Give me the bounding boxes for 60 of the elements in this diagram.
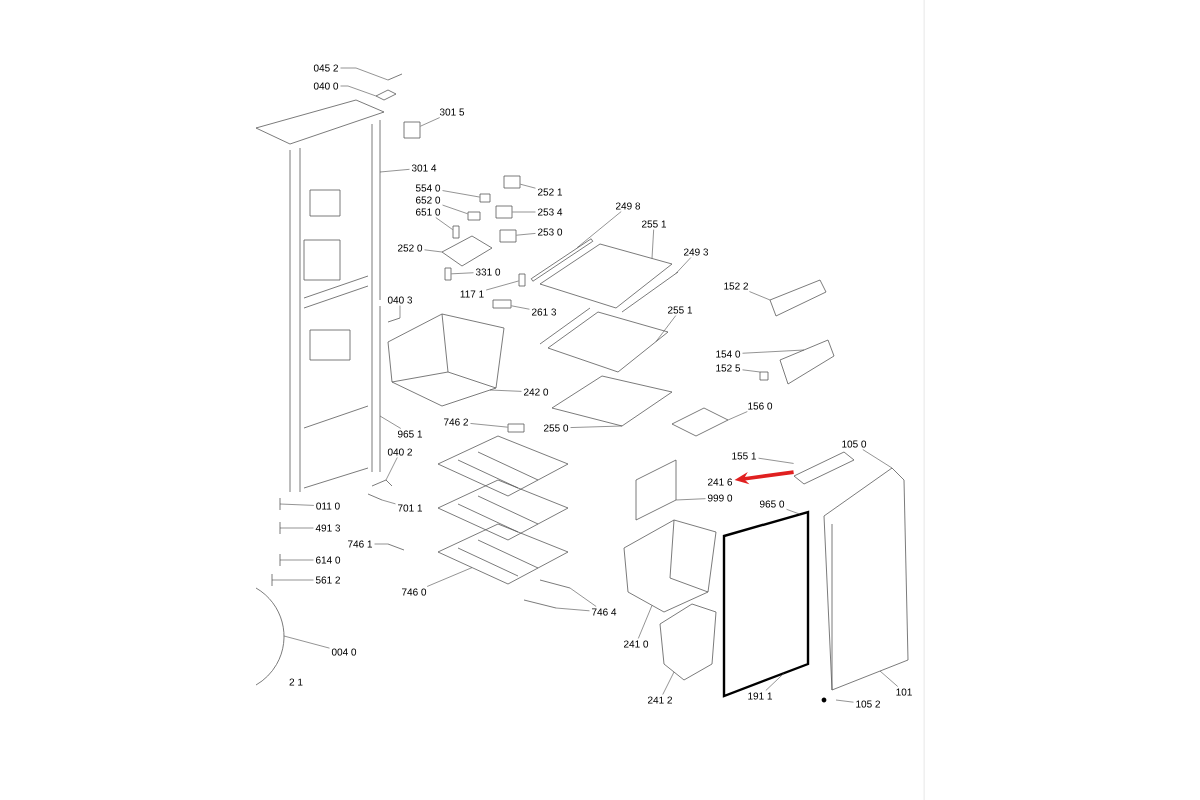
leader-line bbox=[470, 423, 508, 428]
leader-line bbox=[424, 249, 443, 253]
leader-line bbox=[283, 635, 330, 649]
leader-line bbox=[435, 217, 453, 230]
part-drawing bbox=[467, 211, 481, 221]
leader-line bbox=[511, 305, 530, 310]
leader-line bbox=[655, 315, 677, 342]
door-shelf-drawing bbox=[793, 451, 855, 485]
rail-drawing bbox=[530, 238, 594, 282]
leader-line bbox=[758, 457, 794, 464]
leader-line bbox=[385, 457, 398, 481]
leader-line bbox=[340, 85, 377, 97]
leader-line bbox=[576, 211, 622, 248]
leader-line bbox=[381, 499, 396, 505]
leader-line bbox=[379, 169, 410, 173]
leader-line bbox=[426, 567, 473, 587]
leader-line bbox=[520, 183, 536, 189]
leader-line bbox=[516, 233, 536, 236]
leader-line bbox=[675, 257, 692, 274]
leader-line bbox=[765, 672, 785, 691]
part-drawing bbox=[507, 423, 525, 433]
leader-line bbox=[570, 425, 623, 428]
leader-line bbox=[651, 229, 654, 259]
part-drawing bbox=[492, 299, 512, 309]
leader-line bbox=[742, 369, 761, 373]
leader-line bbox=[512, 211, 536, 213]
leader-line bbox=[374, 543, 389, 545]
leader-line bbox=[662, 671, 675, 695]
leader-line bbox=[749, 291, 771, 301]
leader-line bbox=[442, 190, 480, 198]
leader-line bbox=[569, 587, 597, 607]
leader-line bbox=[379, 415, 402, 429]
leader-line bbox=[279, 559, 314, 561]
leader-line bbox=[485, 280, 519, 291]
leader-line bbox=[442, 204, 468, 215]
leader-line bbox=[835, 699, 854, 703]
leader-line bbox=[675, 498, 706, 501]
part-drawing bbox=[452, 225, 460, 239]
leader-line bbox=[879, 670, 898, 687]
part-drawing bbox=[495, 205, 513, 219]
leader-line bbox=[279, 527, 314, 529]
part-drawing bbox=[518, 273, 526, 287]
leader-line bbox=[271, 579, 314, 581]
leader-line bbox=[340, 67, 389, 81]
leader-line bbox=[786, 509, 801, 515]
leader-line bbox=[399, 305, 401, 319]
part-drawing bbox=[503, 175, 521, 189]
leader-line bbox=[420, 117, 440, 127]
leader-line bbox=[638, 605, 653, 639]
part-drawing bbox=[444, 267, 452, 281]
leader-line bbox=[489, 389, 522, 392]
leader-line bbox=[279, 503, 315, 506]
leader-line bbox=[555, 607, 590, 612]
leader-line bbox=[862, 449, 893, 469]
part-drawing bbox=[479, 193, 491, 203]
part-drawing bbox=[499, 229, 517, 243]
leader-line bbox=[451, 272, 474, 275]
leader-line bbox=[727, 411, 748, 421]
leader-line bbox=[742, 349, 805, 354]
part-drawing bbox=[403, 121, 421, 139]
